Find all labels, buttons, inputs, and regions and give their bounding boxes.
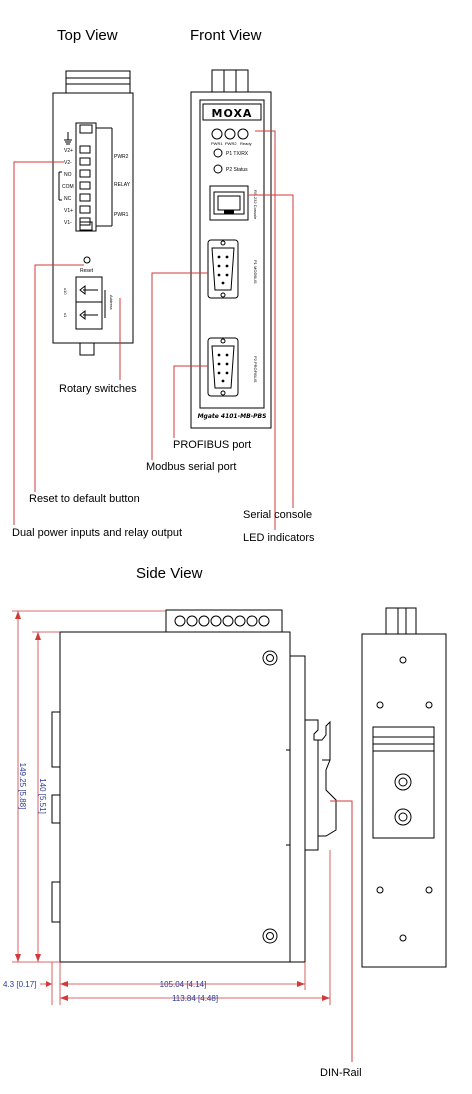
moxa-logo: MOXA <box>212 107 253 120</box>
led-label: PWR2 <box>225 141 237 146</box>
switch-label-x10: x10 <box>63 288 68 295</box>
dim-height-body: 140 [5.51] <box>38 778 47 814</box>
callout-leaders <box>13 130 294 530</box>
front-view-drawing: MOXA PWR1 PWR2 Ready P1 TX/RX P2 Status … <box>190 69 272 429</box>
pin-label: NC <box>64 196 72 202</box>
pin-label: V1+ <box>64 208 73 214</box>
callout-led-indicators: LED indicators <box>243 532 315 544</box>
dim-depth-total: 113.84 [4.48] <box>172 994 218 1003</box>
group-label-pwr2: PWR2 <box>114 154 129 160</box>
switch-label-x1: x1 <box>63 313 68 318</box>
reset-button-icon <box>83 256 91 264</box>
callout-din-rail: DIN-Rail <box>320 1067 362 1079</box>
p2-led-label: P2 Status <box>226 167 248 173</box>
pin-label: V2+ <box>64 148 73 154</box>
callout-reset-button: Reset to default button <box>29 493 140 505</box>
callout-profibus-port: PROFIBUS port <box>173 439 251 451</box>
p1-led-label: P1 TX/RX <box>226 151 249 157</box>
side-view-drawing <box>51 609 337 963</box>
dim-height-total: 149.25 [5.88] <box>18 763 27 810</box>
side-view-title: Side View <box>136 565 203 582</box>
dim-depth-body: 105.04 [4.14] <box>160 980 207 989</box>
address-label: Address <box>109 295 114 310</box>
callout-rotary-switches: Rotary switches <box>59 383 137 395</box>
led-pwr1-icon <box>211 128 223 140</box>
led-p2-icon <box>213 164 223 174</box>
group-label-relay: RELAY <box>114 182 131 188</box>
callout-serial-console: Serial console <box>243 509 312 521</box>
led-label: PWR1 <box>211 141 223 146</box>
led-pwr2-icon <box>224 128 236 140</box>
top-view-drawing: V2+ V2- NO COM NC V1+ V1- PWR2 RELAY PWR… <box>52 70 134 356</box>
top-view-title: Top View <box>57 27 118 44</box>
pin-label: COM <box>62 184 74 190</box>
dimension-lines <box>12 610 353 1062</box>
group-label-pwr1: PWR1 <box>114 212 129 218</box>
led-p1-icon <box>213 148 223 158</box>
console-label: RS-232 Console <box>253 190 258 220</box>
rotary-switch-x10-icon <box>79 284 98 296</box>
front-view-title: Front View <box>190 27 262 44</box>
pin-label: NO <box>64 172 72 178</box>
p2-port-label: P2 PROFIBUS <box>253 356 258 383</box>
callout-dual-power: Dual power inputs and relay output <box>12 527 182 539</box>
rear-view-drawing <box>361 607 447 968</box>
rotary-switch-x1-icon <box>79 309 98 321</box>
dim-depth-offset: 4.3 [0.17] <box>3 980 36 989</box>
pin-label: V2- <box>64 160 72 166</box>
rj45-tab-icon <box>224 210 234 214</box>
led-ready-icon <box>237 128 249 140</box>
p1-port-label: P1 MODBUS <box>253 260 258 284</box>
callout-modbus-port: Modbus serial port <box>146 461 237 473</box>
pin-label: V1- <box>64 220 72 226</box>
reset-label: Reset <box>80 268 94 274</box>
led-label: Ready <box>240 141 252 146</box>
model-label: Mgate 4101-MB-PBS <box>198 413 267 420</box>
